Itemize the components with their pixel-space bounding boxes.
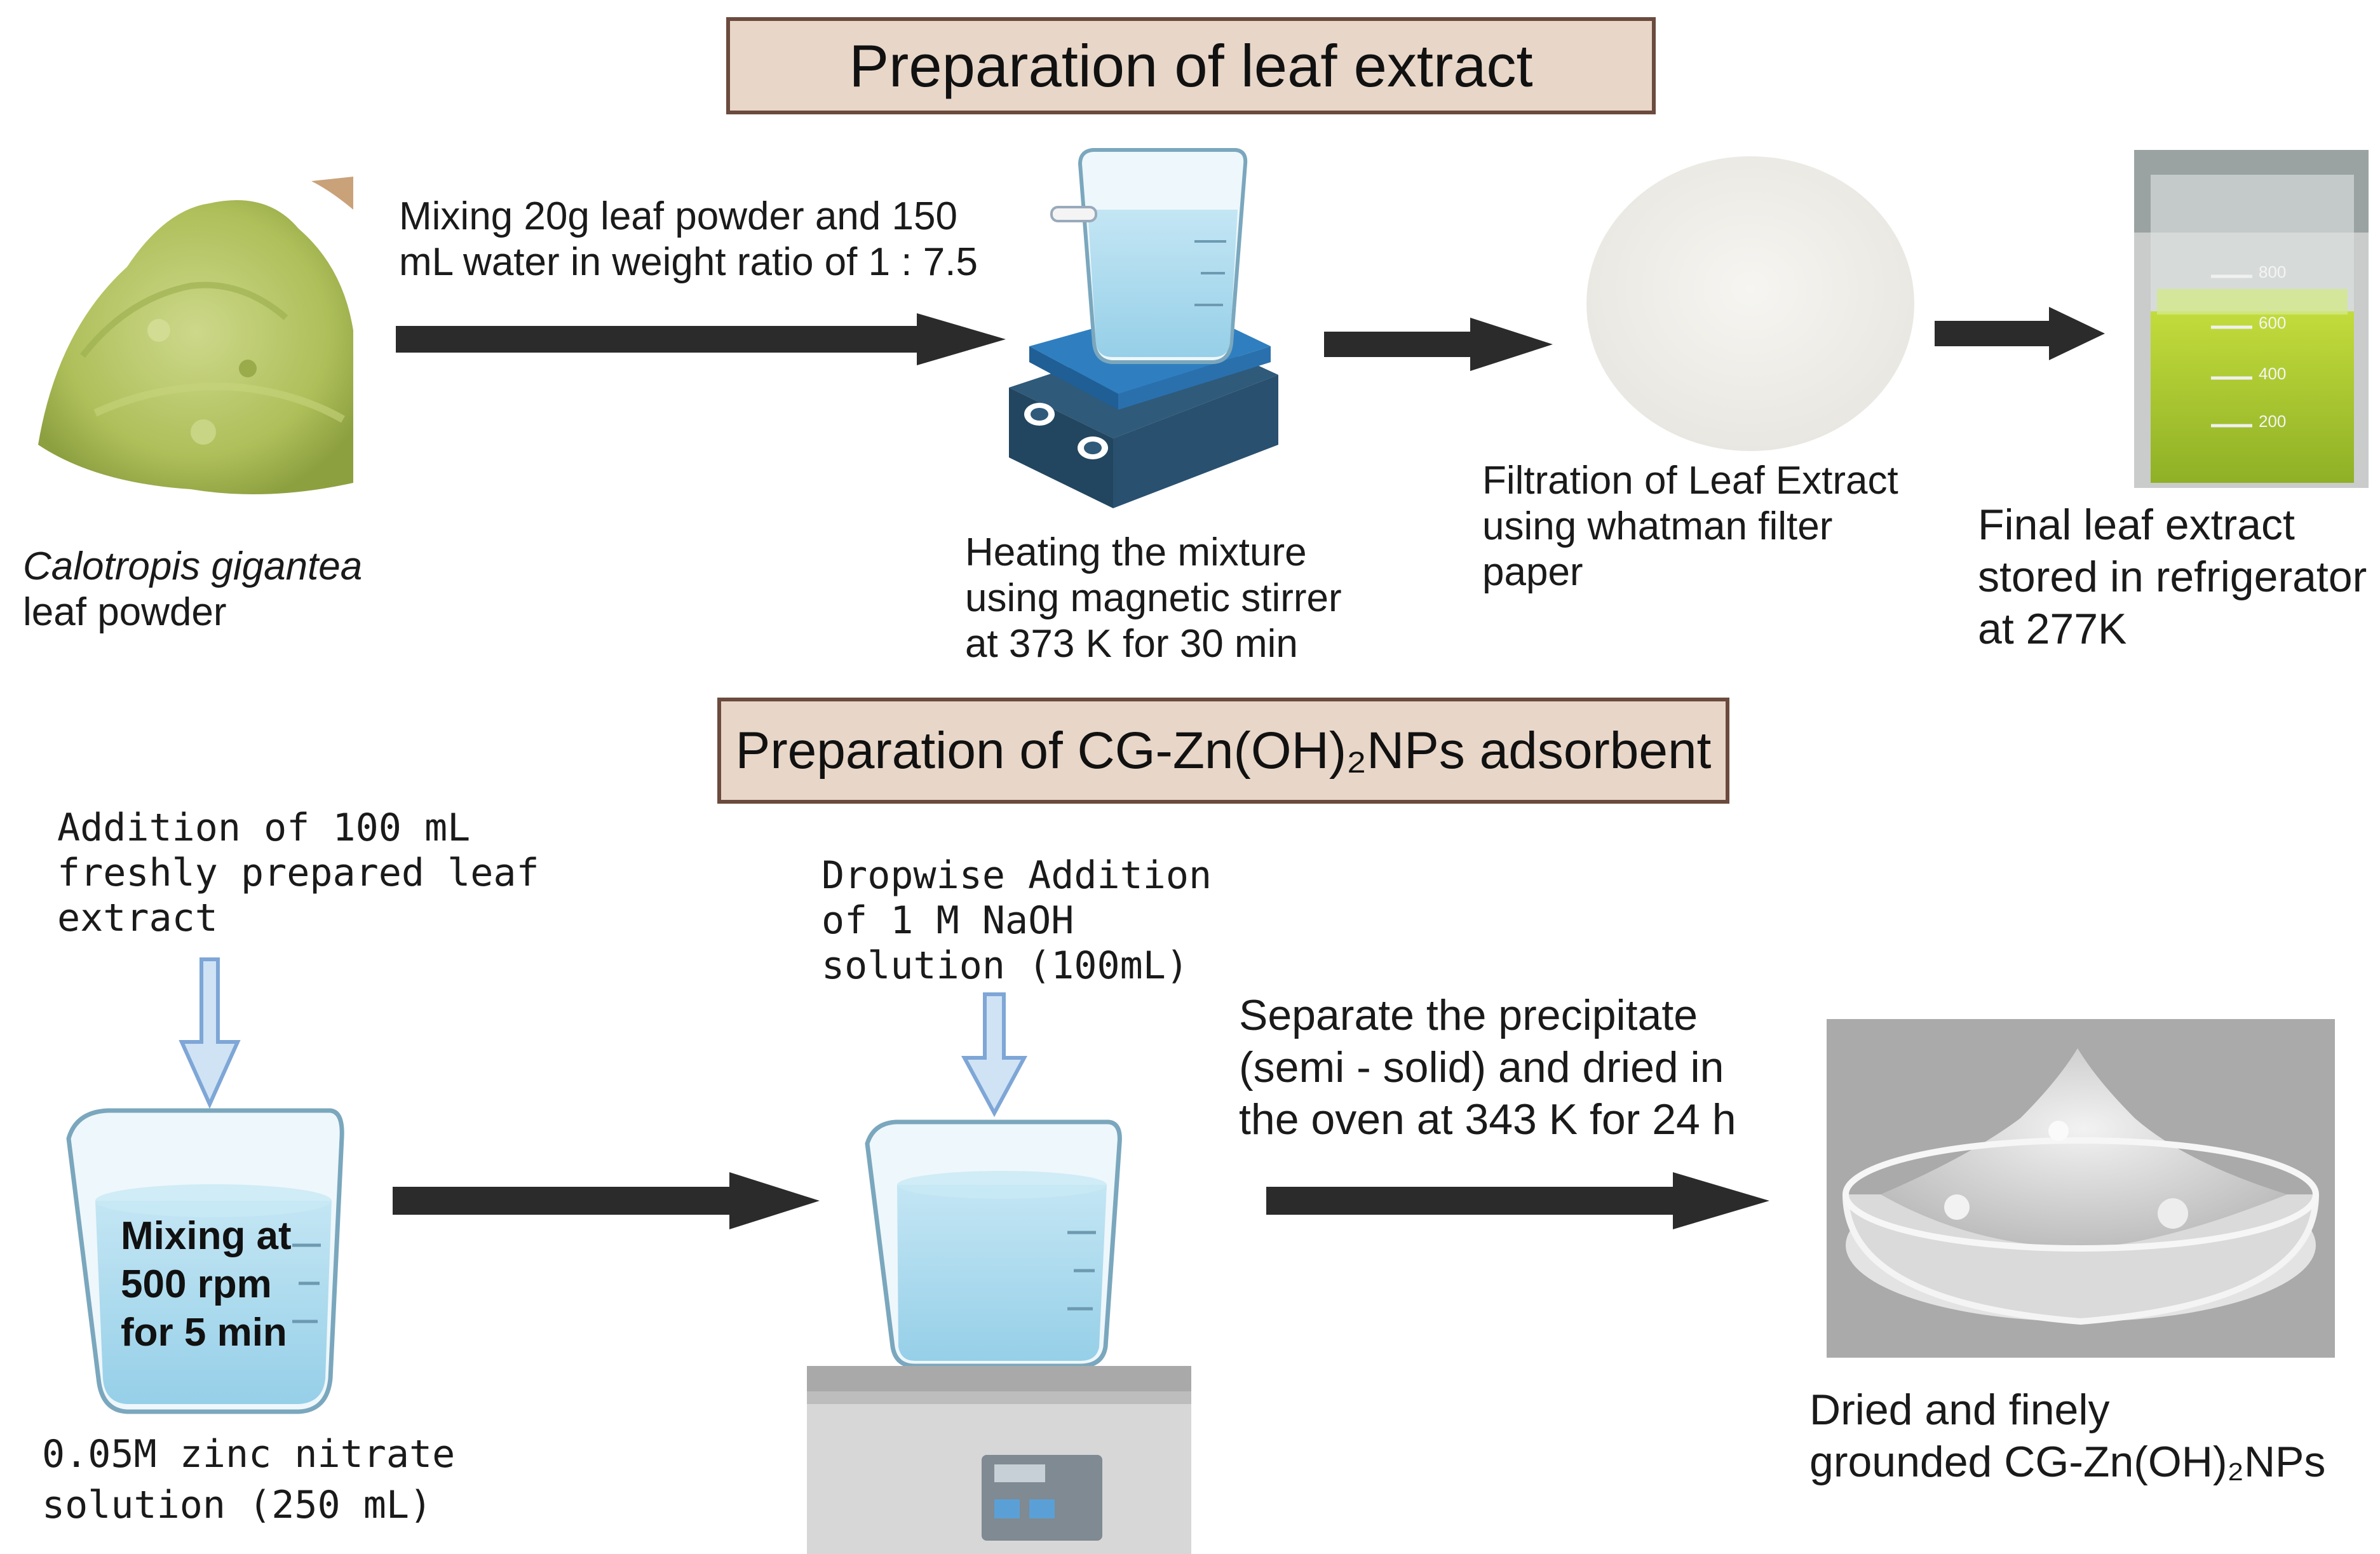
final-product-label: Dried and finely grounded CG-Zn(OH)₂NPs — [1809, 1386, 2326, 1486]
down-arrow-leaf-extract — [179, 957, 241, 1109]
filter-paper-image — [1586, 156, 1914, 451]
down-arrow-naoh — [961, 992, 1028, 1118]
cylinder-mark: 600 — [2259, 313, 2287, 332]
heating-label: Heating the mixture using magnetic stirr… — [965, 530, 1342, 666]
cylinder-graduation-marks: 800 600 400 200 — [2259, 264, 2297, 432]
leaf-powder-label: Calotropis gigantea leaf powder — [23, 544, 363, 634]
separation-label: Separate the precipitate (semi - solid) … — [1239, 991, 1736, 1144]
zinc-nitrate-label: 0.05M zinc nitrate solution (250 mL) — [42, 1432, 456, 1527]
hotplate-beaker-image — [807, 1119, 1191, 1554]
mixing-speed-label: Mixing at 500 rpm for 5 min — [121, 1214, 292, 1355]
arrow-filtration — [1324, 318, 1553, 371]
cylinder-mark: 800 — [2259, 262, 2287, 281]
dried-nanoparticles-image — [1827, 1019, 2335, 1358]
arrow-to-hotplate — [393, 1172, 820, 1229]
leaf-extract-title: Preparation of leaf extract — [726, 17, 1656, 114]
arrow-mixing — [396, 313, 1006, 365]
storage-label: Final leaf extract stored in refrigerato… — [1978, 501, 2367, 653]
mixing-label: Mixing 20g leaf powder and 150 mL water … — [399, 194, 978, 284]
cylinder-mark: 400 — [2259, 364, 2287, 383]
leaf-extract-addition-label: Addition of 100 mL freshly prepared leaf… — [57, 806, 539, 940]
arrow-storage — [1935, 307, 2105, 360]
magnetic-stirrer-image — [1009, 148, 1278, 508]
zinc-nitrate-beaker-image — [66, 1108, 344, 1414]
filtration-label: Filtration of Leaf Extract using whatman… — [1482, 459, 1898, 594]
adsorbent-title: Preparation of CG-Zn(OH)₂NPs adsorbent — [717, 698, 1729, 804]
leaf-extract-cylinder-image — [2134, 150, 2369, 488]
naoh-addition-label: Dropwise Addition of 1 M NaOH solution (… — [822, 853, 1212, 988]
leaf-powder-image — [33, 177, 355, 494]
arrow-separation — [1266, 1172, 1769, 1229]
cylinder-mark: 200 — [2259, 412, 2287, 431]
